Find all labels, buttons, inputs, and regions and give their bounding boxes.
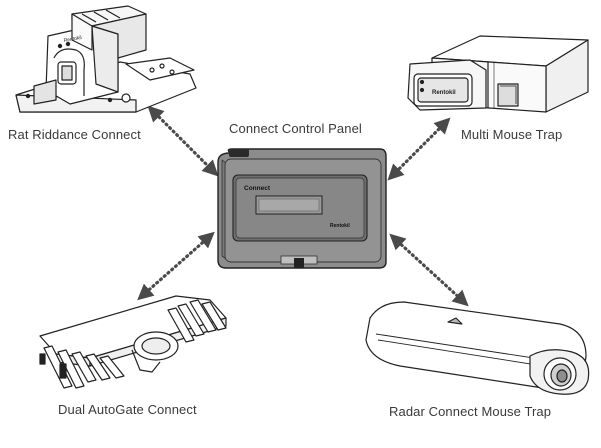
connector-dual	[137, 231, 215, 301]
rat-brand-text: Rentokil	[63, 35, 82, 44]
label-connect-control-panel: Connect Control Panel	[229, 121, 362, 136]
label-rat-riddance-connect: Rat Riddance Connect	[8, 127, 141, 142]
connector-rat	[147, 105, 219, 177]
multi-mouse-trap-device: Rentokil	[407, 35, 589, 113]
label-multi-mouse-trap: Multi Mouse Trap	[461, 127, 563, 142]
connector-radar	[389, 233, 469, 307]
panel-maker-text: Rentokil	[330, 223, 350, 229]
radar-trap-device	[365, 301, 590, 395]
panel-brand-text: Connect	[244, 185, 271, 192]
label-radar-connect-mouse-trap: Radar Connect Mouse Trap	[389, 404, 552, 419]
dual-autogate-device	[39, 295, 227, 389]
control-panel-device: Connect Rentokil	[217, 148, 387, 269]
rat-riddance-device: Rentokil	[15, 5, 197, 113]
label-dual-autogate-connect: Dual AutoGate Connect	[58, 402, 197, 417]
multi-brand-text: Rentokil	[432, 90, 456, 96]
connector-multi	[387, 117, 451, 181]
